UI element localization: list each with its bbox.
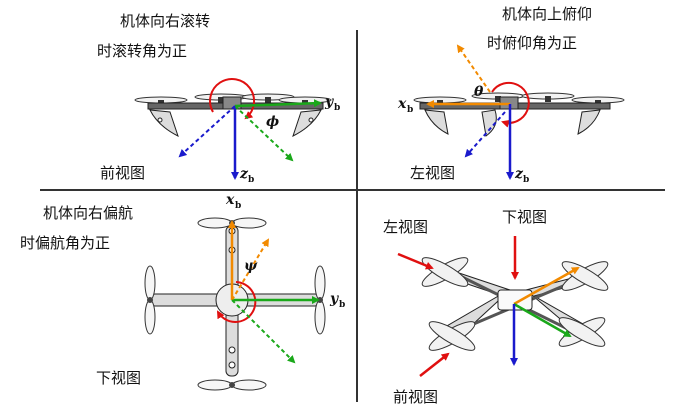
svg-text:z: z <box>239 166 249 182</box>
front-roll-angle-label: ϕ <box>266 114 279 130</box>
front-caption-line1: 机体向右滚转 <box>120 12 210 30</box>
left-pitch-arc-icon <box>491 81 530 128</box>
iso-bottom-view-label: 下视图 <box>502 208 547 226</box>
iso-x-axis-arrow <box>513 266 580 306</box>
bottom-view-panel: 机体向右偏航 时偏航角为正 ψ x b y b 下视图 <box>20 192 345 391</box>
iso-left-view-arrow <box>397 252 434 270</box>
left-caption-line1: 机体向上俯仰 <box>502 5 592 23</box>
bottom-x-axis-label: x b <box>225 192 241 211</box>
iso-front-view-arrow <box>419 352 450 377</box>
svg-text:z: z <box>514 166 524 182</box>
left-z-axis-label: z b <box>514 166 529 185</box>
front-y-rotated-arrow <box>234 105 294 162</box>
bottom-x-rotated-arrow <box>231 238 270 301</box>
bottom-view-label: 下视图 <box>96 369 141 387</box>
left-z-rotated-arrow <box>464 111 506 158</box>
iso-view-panel: 左视图 下视图 前视图 <box>383 208 609 406</box>
bottom-y-axis-label: y b <box>329 291 345 310</box>
iso-front-view-label: 前视图 <box>393 388 438 406</box>
bottom-y-rotated-arrow <box>231 299 296 364</box>
svg-text:b: b <box>235 201 241 211</box>
left-view-panel: 机体向上俯仰 时俯仰角为正 θ x b z b 左视图 <box>397 5 625 185</box>
svg-text:y: y <box>329 291 339 307</box>
front-z-rotated-arrow <box>178 105 236 158</box>
bottom-caption-line1: 机体向右偏航 <box>43 204 133 222</box>
left-drone-body <box>413 92 625 137</box>
bottom-yaw-arc-icon <box>216 281 257 323</box>
iso-left-view-label: 左视图 <box>383 218 428 236</box>
bottom-caption-line2: 时偏航角为正 <box>20 234 110 252</box>
left-view-label: 左视图 <box>410 164 455 182</box>
iso-y-axis-arrow <box>513 302 572 338</box>
front-z-axis-label: z b <box>239 166 254 185</box>
bottom-yaw-angle-label: ψ <box>244 258 258 274</box>
svg-text:y: y <box>324 94 334 110</box>
svg-text:b: b <box>523 175 529 185</box>
front-view-panel: 机体向右滚转 时滚转角为正 ϕ y b z b 前视图 <box>97 12 340 185</box>
front-drone-body <box>134 93 332 137</box>
front-caption-line2: 时滚转角为正 <box>97 42 187 60</box>
svg-text:b: b <box>339 300 345 310</box>
svg-text:x: x <box>397 96 407 112</box>
front-y-axis-label: y b <box>324 94 340 113</box>
svg-text:b: b <box>407 105 413 115</box>
svg-text:b: b <box>248 175 254 185</box>
front-view-label: 前视图 <box>100 164 145 182</box>
left-caption-line2: 时俯仰角为正 <box>487 34 577 52</box>
iso-drone-body <box>421 257 609 351</box>
left-pitch-angle-label: θ <box>474 84 484 100</box>
front-y-axis-arrow <box>234 99 322 108</box>
left-x-axis-label: x b <box>397 96 413 115</box>
bottom-drone-body <box>144 217 326 391</box>
left-x-rotated-arrow <box>456 44 491 93</box>
svg-text:b: b <box>334 103 340 113</box>
svg-text:x: x <box>225 192 235 208</box>
